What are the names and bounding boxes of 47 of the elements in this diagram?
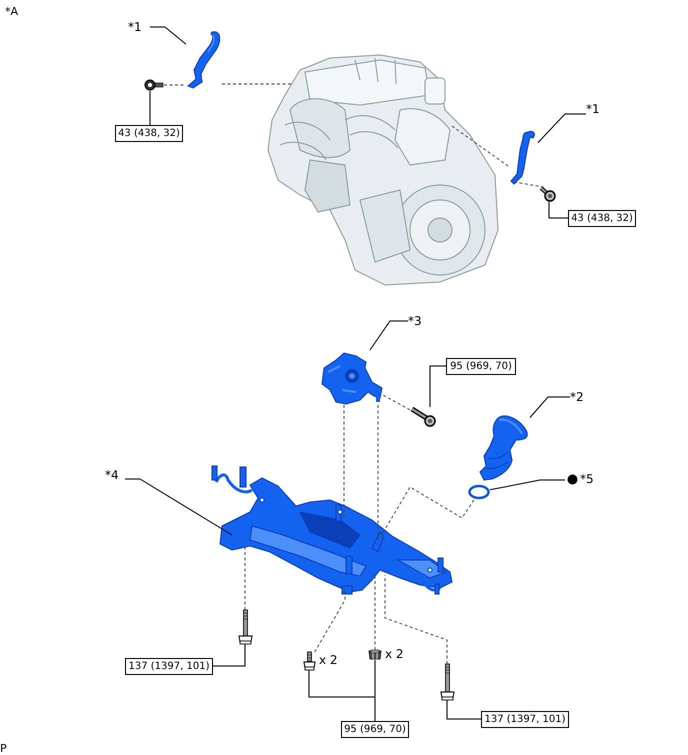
bolt-drawing xyxy=(144,79,164,91)
installation-line xyxy=(244,544,246,610)
callout-number: *1 xyxy=(128,19,150,35)
leader-line xyxy=(430,366,446,408)
leader-line xyxy=(446,700,482,720)
installation-line xyxy=(382,394,410,410)
torque-value-box: 95 (969, 70) xyxy=(341,721,409,738)
installation-line xyxy=(514,182,544,188)
callout-number: *1 xyxy=(586,101,608,117)
callout-number: *5 xyxy=(580,471,594,487)
installation-line xyxy=(374,574,376,650)
leader-line xyxy=(548,202,568,218)
view-label: *A xyxy=(5,5,18,18)
torque-value-box: 137 (1397, 101) xyxy=(125,658,213,675)
quantity-label: x 2 xyxy=(319,653,338,667)
installation-line xyxy=(164,84,186,86)
bolt-drawing xyxy=(441,664,454,700)
leader-line xyxy=(538,114,586,144)
torque-value-box: 137 (1397, 101) xyxy=(481,711,569,728)
bolt-drawing xyxy=(304,652,315,670)
torque-value-box: 95 (969, 70) xyxy=(446,358,516,375)
note-label: P xyxy=(0,742,7,755)
bolt-drawing xyxy=(410,407,436,427)
bolt-drawing xyxy=(540,187,557,202)
leader-line xyxy=(150,26,186,45)
bracket-drawing xyxy=(510,130,538,185)
bolt-drawing xyxy=(239,610,252,644)
callout-number: *2 xyxy=(570,389,592,405)
boot-drawing xyxy=(478,413,530,481)
leader-line xyxy=(212,644,246,666)
engine-mount-drawing xyxy=(320,350,382,405)
torque-value-box: 43 (438, 32) xyxy=(568,210,636,227)
installation-line xyxy=(384,574,448,664)
o-ring-drawing xyxy=(468,484,490,500)
installation-line xyxy=(380,486,474,538)
leader-line xyxy=(374,660,376,722)
leader-line xyxy=(530,396,570,418)
installation-line xyxy=(452,126,510,168)
torque-value-box: 43 (438, 32) xyxy=(115,125,183,142)
callout-number: *3 xyxy=(408,313,430,329)
leader-line xyxy=(124,478,232,536)
installation-line xyxy=(314,588,346,652)
callout-number: *4 xyxy=(105,467,125,483)
nut-drawing xyxy=(369,650,381,660)
leader-line xyxy=(490,480,566,490)
quantity-label: x 2 xyxy=(385,647,404,661)
leader-line xyxy=(370,320,408,350)
